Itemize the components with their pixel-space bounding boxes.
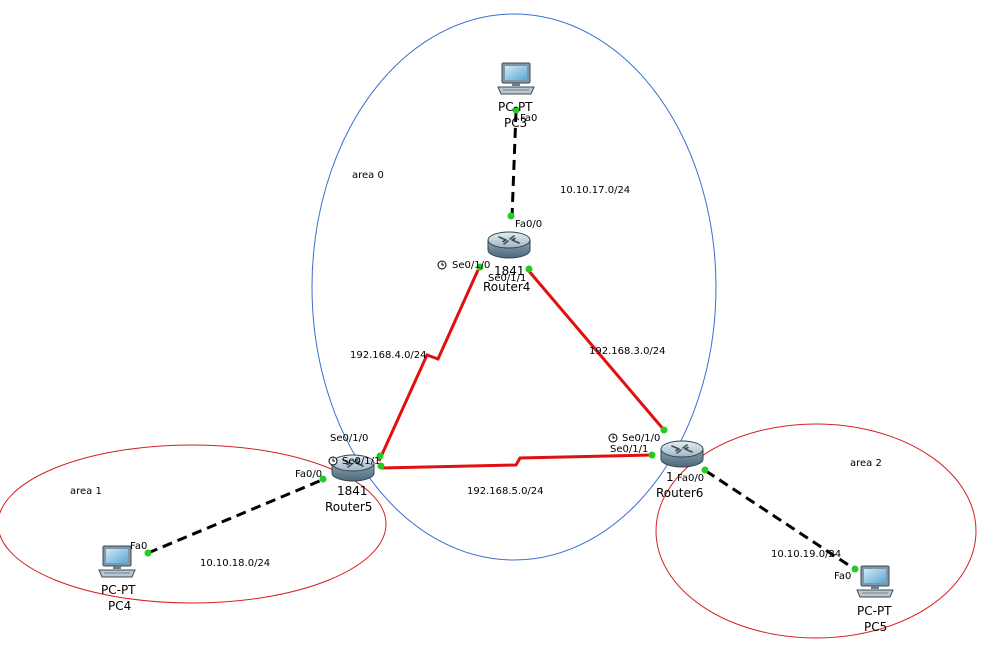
router5-fa00-label: Fa0/0 xyxy=(295,469,322,480)
link-pc5-router6[interactable] xyxy=(705,469,857,572)
router6-se010-label: Se0/1/0 xyxy=(622,433,660,444)
router4-device[interactable] xyxy=(487,231,531,259)
router6-model-label: 1 xyxy=(666,470,674,484)
router5-model-label: 1841 xyxy=(337,484,368,498)
area-2-boundary xyxy=(655,423,977,639)
router5-se010-label: Se0/1/0 xyxy=(330,433,368,444)
network-192-168-5-label: 192.168.5.0/24 xyxy=(467,486,544,497)
router-icon xyxy=(487,231,531,259)
router4-name-label: Router4 xyxy=(483,280,530,294)
network-10-10-17-label: 10.10.17.0/24 xyxy=(560,185,630,196)
router-icon xyxy=(660,440,704,468)
link-pc4-router5[interactable] xyxy=(147,478,323,555)
router6-device[interactable] xyxy=(660,440,704,468)
pc3-name-label: PC3 xyxy=(504,116,527,130)
clock-icon xyxy=(608,433,618,443)
pc-icon xyxy=(497,62,535,95)
clock-icon xyxy=(328,456,338,466)
router4-fa00-label: Fa0/0 xyxy=(515,219,542,230)
serial-link-router5-router6[interactable] xyxy=(380,453,653,470)
pc3-fa0-label: Fa0 xyxy=(520,113,537,124)
area-2-label: area 2 xyxy=(850,458,882,469)
pc5-device[interactable] xyxy=(856,565,894,598)
pc4-name-label: PC4 xyxy=(108,599,131,613)
network-10-10-18-label: 10.10.18.0/24 xyxy=(200,558,270,569)
port-status-dots xyxy=(144,106,859,573)
serial-link-router4-router5[interactable] xyxy=(377,269,480,462)
pc3-model-label: PC-PT xyxy=(498,100,533,114)
area-0-boundary xyxy=(311,13,717,561)
serial-link-router4-router6[interactable] xyxy=(526,269,666,431)
pc5-fa0-label: Fa0 xyxy=(834,571,851,582)
network-10-10-19-label: 10.10.19.0/24 xyxy=(771,549,841,560)
area-1-boundary xyxy=(0,444,387,604)
area-1-label: area 1 xyxy=(70,486,102,497)
clock-icon xyxy=(437,260,447,270)
router4-model-label: 1841 xyxy=(494,264,525,278)
link-pc3-router4[interactable] xyxy=(510,111,518,218)
pc4-fa0-label: Fa0 xyxy=(130,541,147,552)
pc5-model-label: PC-PT xyxy=(857,604,892,618)
network-192-168-3-label: 192.168.3.0/24 xyxy=(589,346,666,357)
router4-se010-label: Se0/1/0 xyxy=(452,260,490,271)
pc-icon xyxy=(856,565,894,598)
pc5-name-label: PC5 xyxy=(864,620,887,634)
router6-fa00-label: Fa0/0 xyxy=(677,473,704,484)
pc4-model-label: PC-PT xyxy=(101,583,136,597)
network-192-168-4-label: 192.168.4.0/24 xyxy=(350,350,427,361)
router4-se011-label: Se0/1/1 xyxy=(488,273,526,284)
area-0-label: area 0 xyxy=(352,170,384,181)
router5-name-label: Router5 xyxy=(325,500,372,514)
router6-se011-label: Se0/1/1 xyxy=(610,444,648,455)
router5-se011-label: Se0/1/1 xyxy=(342,456,380,467)
router6-name-label: Router6 xyxy=(656,486,703,500)
pc3-device[interactable] xyxy=(497,62,535,95)
